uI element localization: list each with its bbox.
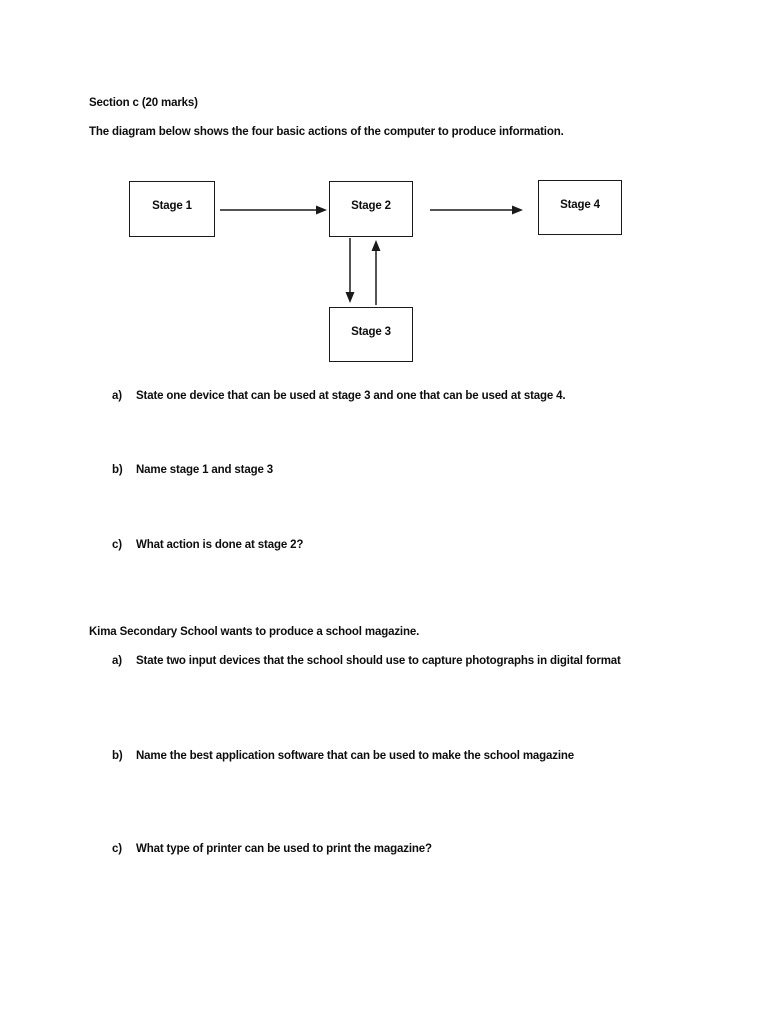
question-2c-marker: c) xyxy=(112,843,122,855)
flowchart-node-stage4-label: Stage 4 xyxy=(560,199,600,211)
diagram-intro-text: The diagram below shows the four basic a… xyxy=(89,126,564,138)
flowchart-node-stage3: Stage 3 xyxy=(329,307,413,362)
flowchart-node-stage1-label: Stage 1 xyxy=(152,200,192,212)
question-1b-text: Name stage 1 and stage 3 xyxy=(136,464,274,476)
question-1c: c) What action is done at stage 2? xyxy=(112,538,712,552)
question-1b: b) Name stage 1 and stage 3 xyxy=(112,463,712,477)
question-1a-marker: a) xyxy=(112,390,122,402)
question-1a-text: State one device that can be used at sta… xyxy=(136,390,566,402)
flowchart-node-stage1: Stage 1 xyxy=(129,181,215,237)
flowchart-node-stage2-label: Stage 2 xyxy=(351,200,391,212)
section-heading: Section c (20 marks) xyxy=(89,97,198,109)
question-1a: a) State one device that can be used at … xyxy=(112,389,712,403)
question-2b-marker: b) xyxy=(112,750,123,762)
question-2a-text: State two input devices that the school … xyxy=(136,655,621,667)
arrow-stage1-to-stage2 xyxy=(220,205,327,215)
question-1c-text: What action is done at stage 2? xyxy=(136,539,304,551)
arrow-stage2-to-stage3 xyxy=(345,238,355,303)
flowchart-node-stage3-label: Stage 3 xyxy=(351,326,391,338)
question-2b-text: Name the best application software that … xyxy=(136,750,575,762)
scenario-text: Kima Secondary School wants to produce a… xyxy=(89,626,420,638)
question-2b: b) Name the best application software th… xyxy=(112,749,712,763)
question-1b-marker: b) xyxy=(112,464,123,476)
question-2c-text: What type of printer can be used to prin… xyxy=(136,843,432,855)
question-2c: c) What type of printer can be used to p… xyxy=(112,842,712,856)
stages-flowchart: Stage 1 Stage 2 Stage 3 Stage 4 xyxy=(0,0,768,400)
question-2a-marker: a) xyxy=(112,655,122,667)
question-1c-marker: c) xyxy=(112,539,122,551)
arrow-stage3-to-stage2 xyxy=(371,240,381,305)
flowchart-node-stage4: Stage 4 xyxy=(538,180,622,235)
flowchart-node-stage2: Stage 2 xyxy=(329,181,413,237)
question-2a: a) State two input devices that the scho… xyxy=(112,654,712,668)
arrow-stage2-to-stage4 xyxy=(430,205,523,215)
